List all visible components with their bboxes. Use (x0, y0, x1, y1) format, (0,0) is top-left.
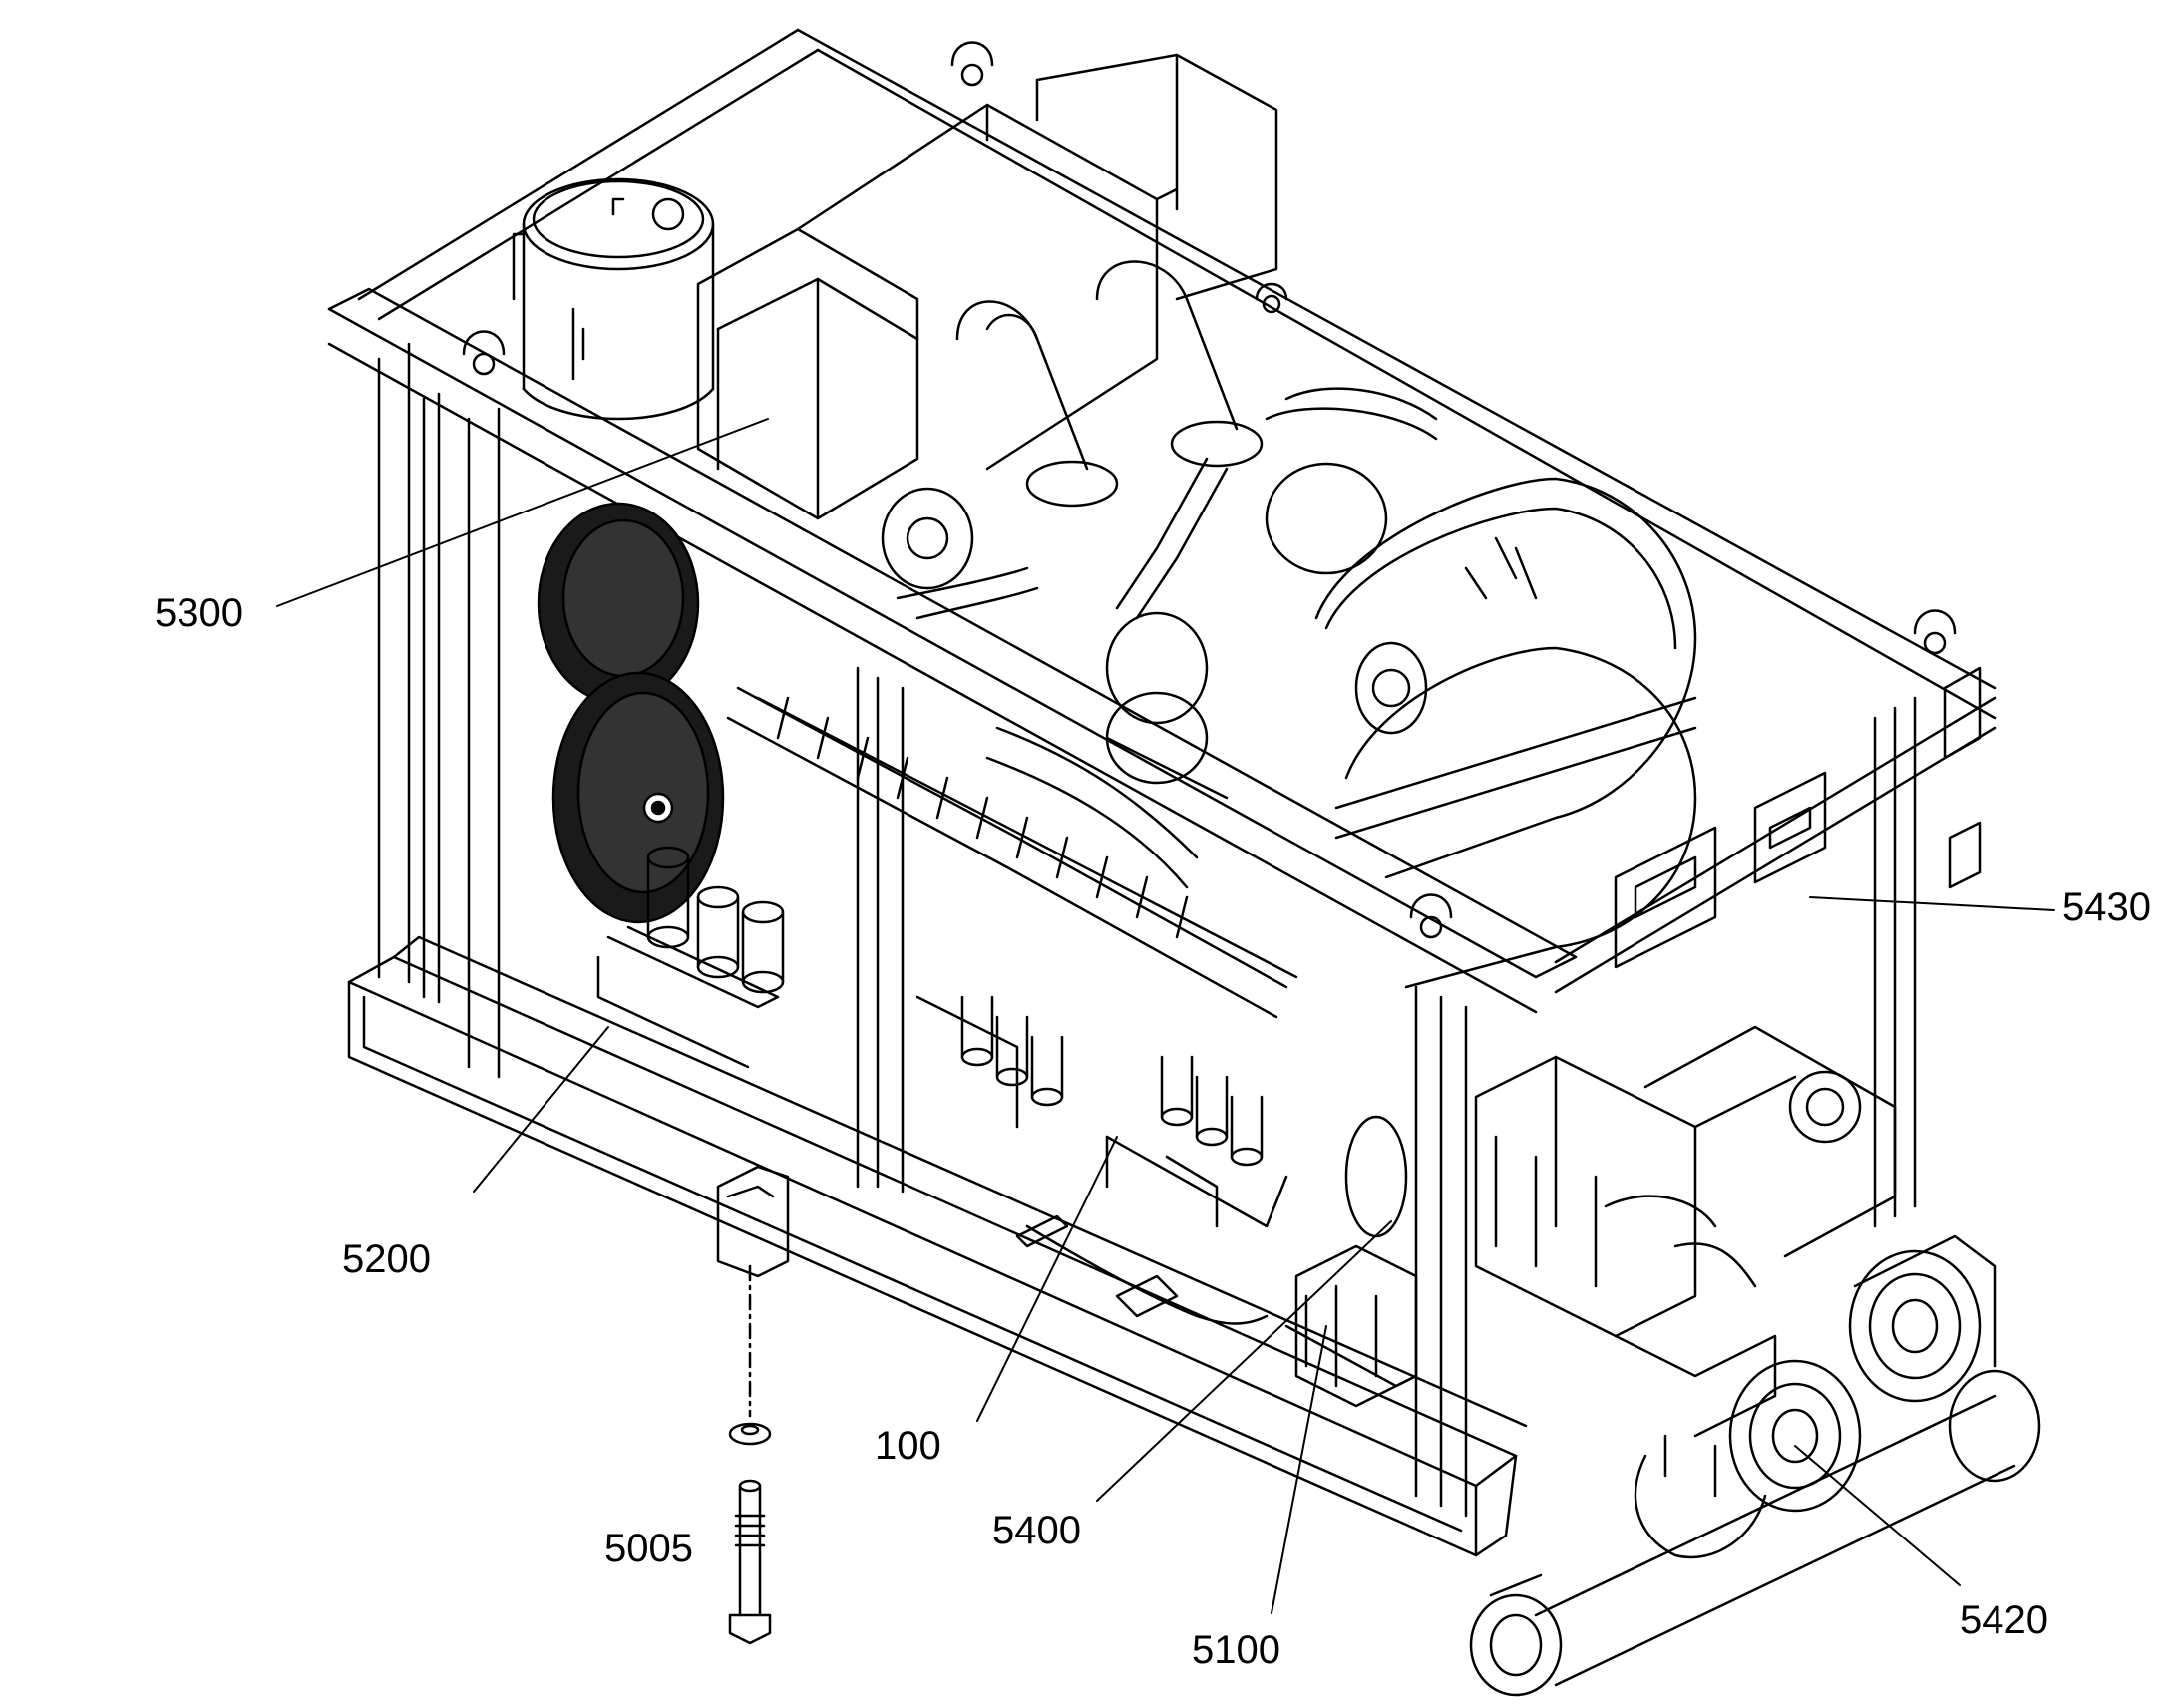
callout-5430: 5430 (2062, 885, 2151, 929)
mounting-bolt (728, 1264, 772, 1645)
callout-5400: 5400 (992, 1509, 1081, 1552)
alternator-assembly (1284, 1115, 1418, 1408)
callout-5300: 5300 (155, 591, 243, 635)
callout-100: 100 (875, 1424, 941, 1468)
callout-5420: 5420 (1960, 1598, 2048, 1642)
exhaust-silencer (1314, 477, 1697, 989)
pump-flanges (1634, 1234, 1997, 1559)
expansion-tank (512, 177, 715, 421)
muffler-box (796, 103, 1179, 471)
leader-lines (276, 418, 2055, 1614)
callout-5200: 5200 (342, 1237, 431, 1281)
access-plates (1614, 771, 1827, 969)
engine-block (726, 686, 1298, 1228)
rear-base-tube (1469, 1369, 2041, 1697)
lifting-frame (327, 28, 1997, 1518)
oil-filters (960, 995, 1264, 1167)
floor-wiring (1015, 1214, 1269, 1325)
base-skid-frame (347, 935, 1528, 1557)
hydraulic-pumps (1474, 1025, 1897, 1438)
fuel-filters (596, 846, 785, 1069)
cooling-fans (537, 502, 725, 924)
control-box (696, 227, 919, 520)
callout-5005: 5005 (604, 1527, 693, 1570)
callout-5100: 5100 (1192, 1628, 1280, 1672)
rear-box (1035, 53, 1278, 301)
turbo-pipes (881, 260, 1438, 800)
